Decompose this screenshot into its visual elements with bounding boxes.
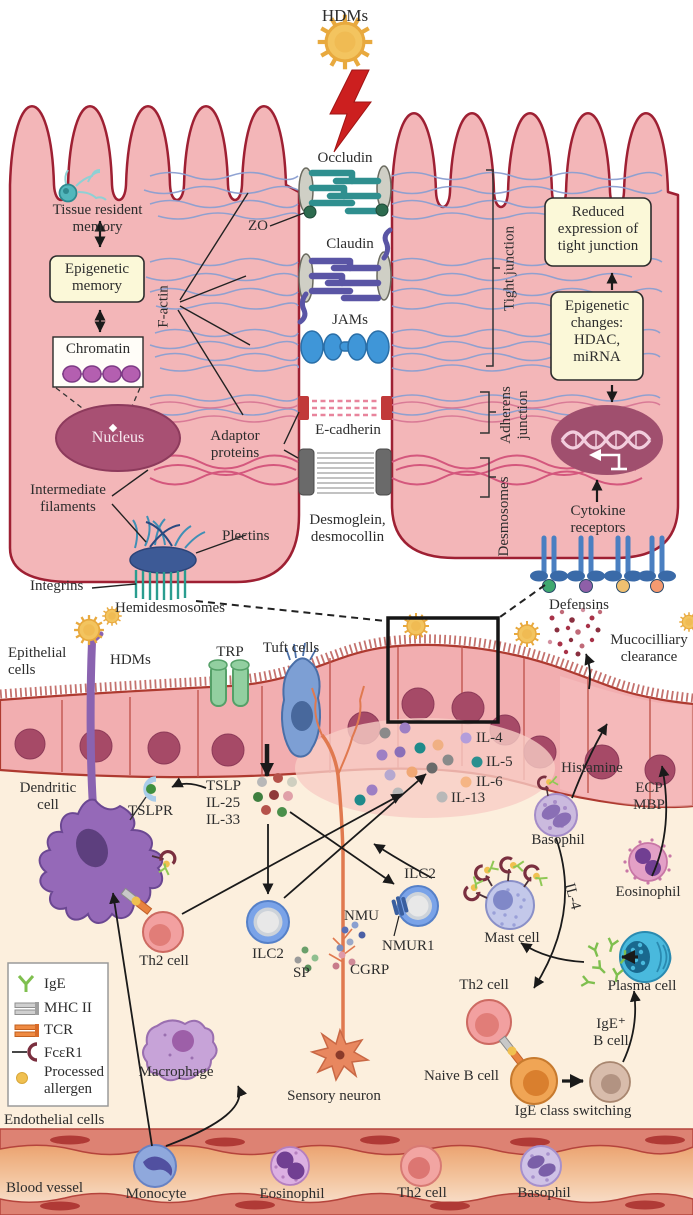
sp-dots	[294, 946, 319, 972]
epigenetic-changes-box	[550, 291, 644, 381]
sensory-neuron-fibers	[311, 685, 365, 1040]
legend-tcr-icon	[14, 1024, 39, 1037]
endothelial-nuclei	[40, 1135, 685, 1211]
nmur1-receptor	[391, 896, 409, 916]
zo-protein	[375, 203, 389, 217]
il13-dot	[436, 791, 448, 803]
th2-cell-vessel	[400, 1145, 442, 1187]
dna-helix	[560, 430, 652, 450]
zoom-box	[386, 616, 500, 724]
ilc2-cell-right	[391, 885, 439, 937]
tissue-resident-memory-cell-icon	[58, 169, 107, 203]
sensory-neuron-soma	[309, 1027, 371, 1082]
plectin-fibers	[132, 515, 206, 549]
il6-dot	[460, 776, 472, 788]
zo-protein	[303, 205, 317, 219]
il4-dot	[460, 732, 472, 744]
label-pointer-lines	[91, 192, 305, 589]
blood-vessel	[0, 1128, 693, 1215]
legend-fcer1-icon	[12, 1042, 38, 1062]
promoter-arrow	[589, 449, 627, 471]
chromatin-coils	[62, 365, 141, 383]
basophil-cell-vessel	[520, 1145, 562, 1187]
signal-arrows	[109, 653, 670, 1147]
hemidesmosome-plaque	[129, 546, 197, 574]
e-cadherin-junction	[298, 396, 392, 420]
lower-panel-background	[0, 768, 693, 1215]
legend-mhc2-icon	[14, 1002, 39, 1015]
jams-junction	[300, 330, 390, 364]
nucleus-dot	[108, 423, 118, 433]
cgrp-dots	[332, 951, 356, 970]
epigenetic-memory-box	[49, 255, 145, 303]
legend-allergen-icon	[16, 1072, 28, 1084]
defensins-dots	[547, 607, 603, 657]
eosinophil-cell	[623, 838, 672, 885]
tslpr-receptor	[129, 776, 157, 821]
macrophage-cell	[142, 1019, 218, 1082]
basophil-cell	[534, 773, 578, 837]
tuft-cell	[281, 642, 321, 758]
th2-cell-1	[142, 911, 184, 953]
dendritic-cell	[38, 629, 164, 924]
th2-cell-2	[466, 999, 512, 1045]
legend-ige-icon	[17, 975, 35, 992]
cytokine-dots	[354, 722, 483, 806]
mast-cell	[460, 855, 551, 930]
integrin-pins	[134, 570, 187, 600]
zoom-dashed-lines	[195, 584, 546, 622]
lightning-icon	[329, 69, 372, 153]
naive-b-cell	[510, 1057, 558, 1105]
mhc-tcr-connector	[120, 887, 153, 915]
junction-brackets	[480, 169, 500, 498]
desmosome-junction	[298, 448, 392, 496]
ilc2-cell-left	[246, 900, 290, 944]
hdm-allergen-top	[318, 15, 373, 153]
ige-b-cell	[589, 1061, 631, 1103]
alarmin-dots	[253, 773, 297, 817]
monocyte-cell	[133, 1144, 177, 1188]
left-nucleus	[55, 404, 181, 472]
il5-dot	[471, 756, 483, 768]
reduced-expression-box	[544, 197, 652, 267]
claudin-junction	[297, 227, 393, 325]
inflammation-glow	[295, 718, 555, 818]
occludin-junction	[298, 165, 392, 219]
nmu-dots	[336, 921, 366, 952]
eosinophil-cell-vessel	[270, 1146, 310, 1186]
trp-channels	[208, 659, 250, 707]
cytokine-receptor-row	[530, 535, 676, 593]
